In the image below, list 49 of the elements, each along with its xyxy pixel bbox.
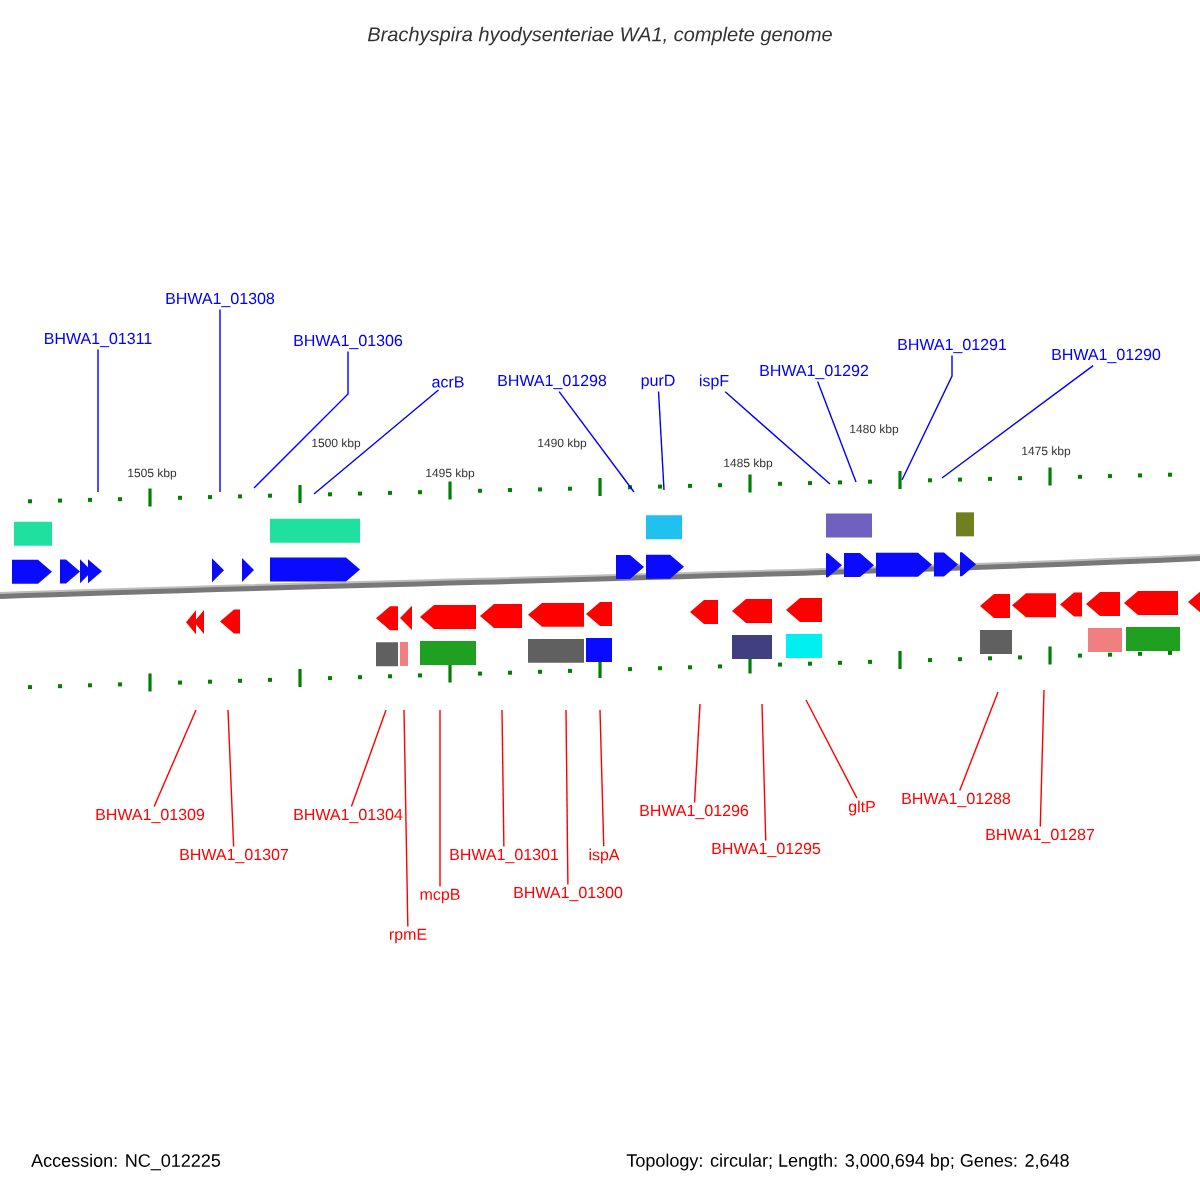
leader-line bbox=[313, 389, 440, 495]
leader-line bbox=[657, 390, 665, 491]
gene-label: BHWA1_01295 bbox=[712, 842, 821, 858]
leader-line bbox=[501, 709, 505, 848]
gene-label: BHWA1_01307 bbox=[180, 848, 289, 864]
gene-label: BHWA1_01309 bbox=[96, 808, 205, 824]
gene-label: rpmE bbox=[389, 928, 427, 944]
leader-line bbox=[724, 391, 831, 485]
gene-label: BHWA1_01304 bbox=[294, 808, 403, 824]
gene-label: BHWA1_01290 bbox=[1052, 348, 1161, 364]
gene-label: BHWA1_01298 bbox=[498, 374, 607, 390]
gene-label: BHWA1_01292 bbox=[760, 364, 869, 380]
gene-label: gltP bbox=[848, 800, 875, 816]
gene-label: BHWA1_01296 bbox=[640, 804, 749, 820]
leader-line bbox=[403, 709, 409, 928]
leader-line bbox=[816, 380, 857, 483]
leader-line bbox=[941, 364, 1094, 479]
gene-label: acrB bbox=[432, 376, 464, 388]
title: Brachyspira hyodysenteriae WA1, complete genome bbox=[367, 26, 832, 46]
leader-line bbox=[227, 709, 235, 848]
footer-text: Accession: NC_012225 bbox=[31, 1153, 221, 1171]
gene-label: BHWA1_01288 bbox=[902, 792, 1011, 808]
gene-label: BHWA1_01291 bbox=[898, 338, 1007, 354]
leader-line bbox=[1039, 689, 1045, 828]
gene-label: BHWA1_01301 bbox=[450, 848, 559, 864]
gene-label: BHWA1_01311 bbox=[45, 332, 152, 348]
footer-text: Topology: circular; Length: 3,000,694 bp; Genes: 2,648 bbox=[626, 1153, 1069, 1171]
leader-line bbox=[153, 709, 197, 808]
gene-label: BHWA1_01308 bbox=[166, 292, 275, 308]
leader-line bbox=[439, 709, 441, 888]
leader-line bbox=[761, 703, 767, 842]
leader-line bbox=[350, 709, 387, 808]
gene-label: BHWA1_01287 bbox=[986, 828, 1095, 844]
gene-label: BHWA1_01300 bbox=[514, 886, 623, 902]
leader-line bbox=[959, 691, 999, 792]
leader-line bbox=[805, 699, 858, 799]
gene-label: purD bbox=[641, 374, 675, 390]
gene-label: ispF bbox=[699, 374, 729, 390]
leader-line bbox=[558, 390, 635, 493]
leader-line bbox=[253, 350, 349, 489]
leader-line bbox=[219, 308, 221, 493]
leader-line bbox=[599, 709, 605, 847]
leader-line bbox=[693, 703, 701, 804]
gene-label: BHWA1_01306 bbox=[294, 334, 403, 350]
leader-line bbox=[97, 348, 99, 493]
leader-line bbox=[901, 354, 953, 481]
gene-label: ispA bbox=[589, 848, 620, 864]
leader-line bbox=[565, 709, 569, 886]
gene-label: mcpB bbox=[420, 888, 460, 904]
